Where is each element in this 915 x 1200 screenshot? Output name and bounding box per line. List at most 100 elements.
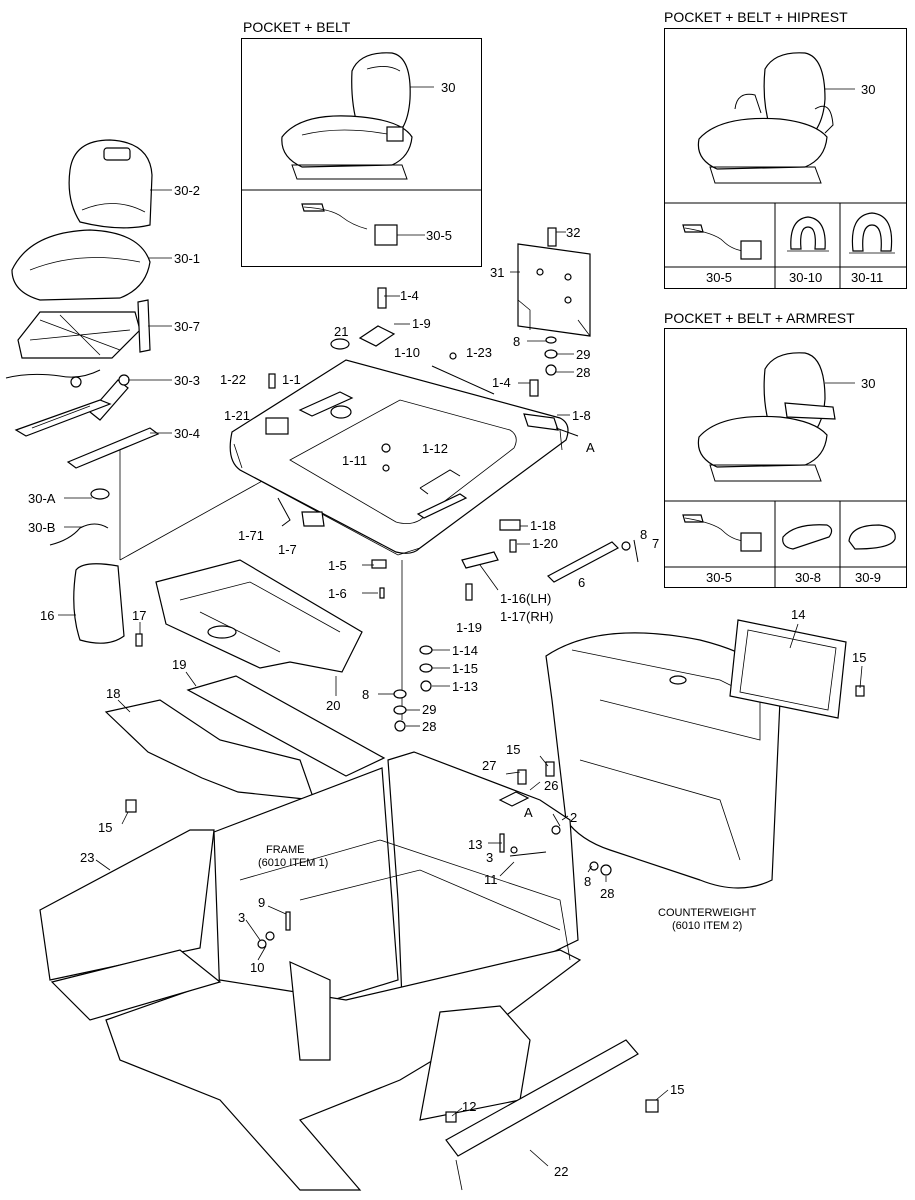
part-label-1-17-rh-: 1-17(RH) — [500, 609, 553, 624]
hiprest-left-cell — [787, 216, 829, 252]
seat-shock — [89, 374, 130, 421]
part-label-30-7: 30-7 — [174, 319, 200, 334]
seat-illustration — [281, 52, 413, 180]
part-label-1-4: 1-4 — [492, 375, 511, 390]
part-label-18: 18 — [106, 686, 120, 701]
part-label-1-6: 1-6 — [328, 586, 347, 601]
part-label-30-1: 30-1 — [174, 251, 200, 266]
part-label-9: 9 — [258, 895, 265, 910]
part-label-6: 6 — [578, 575, 585, 590]
counterweight — [545, 619, 865, 889]
seat-cushion — [11, 229, 151, 301]
seat-knob — [90, 488, 110, 500]
part-label-30-4: 30-4 — [174, 426, 200, 441]
part-label-7: 7 — [652, 536, 659, 551]
inset-title-armrest: POCKET + BELT + ARMREST — [664, 310, 855, 326]
label-30-10: 30-10 — [789, 270, 822, 285]
part-label-1-15: 1-15 — [452, 661, 478, 676]
seat-suspension — [5, 299, 151, 388]
part-label-1-9: 1-9 — [412, 316, 431, 331]
label-30: 30 — [441, 80, 455, 95]
seat-rails — [14, 399, 160, 469]
part-label-1-22: 1-22 — [220, 372, 246, 387]
part-label-19: 19 — [172, 657, 186, 672]
part-label-3: 3 — [238, 910, 245, 925]
note-counterweight-item: (6010 ITEM 2) — [672, 920, 742, 932]
part-label-1-8: 1-8 — [572, 408, 591, 423]
part-label-1-18: 1-18 — [530, 518, 556, 533]
inset-title-pocket-belt: POCKET + BELT — [243, 19, 351, 35]
part-label-1-12: 1-12 — [422, 441, 448, 456]
part-label-15: 15 — [98, 820, 112, 835]
part-label-1-23: 1-23 — [466, 345, 492, 360]
part-label-a: A — [586, 440, 595, 455]
insulation-19 — [186, 675, 386, 777]
belt-illustration — [301, 203, 398, 246]
part-label-20: 20 — [326, 698, 340, 713]
part-label-31: 31 — [490, 265, 504, 280]
part-label-23: 23 — [80, 850, 94, 865]
part-label-1-7: 1-7 — [278, 542, 297, 557]
part-label-1-21: 1-21 — [224, 408, 250, 423]
label-30-9: 30-9 — [855, 570, 881, 585]
part-label-8: 8 — [362, 687, 369, 702]
belt-cell — [682, 514, 762, 552]
gas-spring-6 — [547, 541, 619, 583]
note-frame-title: FRAME — [266, 844, 305, 856]
part-label-12: 12 — [462, 1099, 476, 1114]
label-30-5: 30-5 — [706, 570, 732, 585]
part-label-3: 3 — [486, 850, 493, 865]
part-label-1-14: 1-14 — [452, 643, 478, 658]
part-label-1-20: 1-20 — [532, 536, 558, 551]
part-label-29: 29 — [576, 347, 590, 362]
note-frame-item: (6010 ITEM 1) — [258, 857, 328, 869]
part-label-1-16-lh-: 1-16(LH) — [500, 591, 551, 606]
part-label-30-2: 30-2 — [174, 183, 200, 198]
part-label-1-19: 1-19 — [456, 620, 482, 635]
seat-wire — [49, 523, 109, 546]
label-30: 30 — [861, 376, 875, 391]
part-label-1-11: 1-11 — [342, 453, 367, 468]
part-label-11: 11 — [484, 872, 498, 887]
part-label-8: 8 — [640, 527, 647, 542]
part-labels: 30-2 30-1 30-7 30-3 30-4 30-A 30-B 21 1-… — [28, 183, 866, 1179]
part-label-21: 21 — [334, 324, 348, 339]
part-label-8: 8 — [584, 874, 591, 889]
part-label-27: 27 — [482, 758, 496, 773]
seat-hiprest-illustration — [697, 52, 834, 184]
part-label-8: 8 — [513, 334, 520, 349]
strip-1-10 — [431, 365, 495, 395]
inset-armrest: 30 30-5 30-8 30-9 — [664, 328, 907, 588]
seat-armrest-illustration — [697, 352, 836, 482]
part-label-1-4: 1-4 — [400, 288, 419, 303]
part-label-15: 15 — [506, 742, 520, 757]
part-label-13: 13 — [468, 837, 482, 852]
part-label-1-10: 1-10 — [394, 345, 420, 360]
part-label-29: 29 — [422, 702, 436, 717]
inset-hiprest: 30 30-5 30-10 30-11 — [664, 28, 907, 289]
label-30: 30 — [861, 82, 875, 97]
hiprest-right-cell — [849, 212, 895, 254]
armrest-right-cell — [848, 524, 896, 550]
storage-pocket-16 — [73, 563, 125, 644]
note-counterweight-title: COUNTERWEIGHT — [658, 907, 756, 919]
part-label-10: 10 — [250, 960, 264, 975]
floor-mat-20 — [155, 559, 363, 673]
label-30-8: 30-8 — [795, 570, 821, 585]
part-label-1-13: 1-13 — [452, 679, 478, 694]
label-30-5: 30-5 — [426, 228, 452, 243]
part-label-32: 32 — [566, 225, 580, 240]
part-label-28: 28 — [576, 365, 590, 380]
cover-plate-31 — [517, 243, 591, 337]
skirt-22 — [445, 1039, 639, 1157]
part-label-a: A — [524, 805, 533, 820]
main-frame — [39, 751, 639, 1191]
part-label-1-71: 1-71 — [238, 528, 264, 543]
part-label-30-b: 30-B — [28, 520, 55, 535]
part-label-15: 15 — [852, 650, 866, 665]
part-label-26: 26 — [544, 778, 558, 793]
part-label-28: 28 — [422, 719, 436, 734]
belt-cell — [682, 224, 762, 260]
